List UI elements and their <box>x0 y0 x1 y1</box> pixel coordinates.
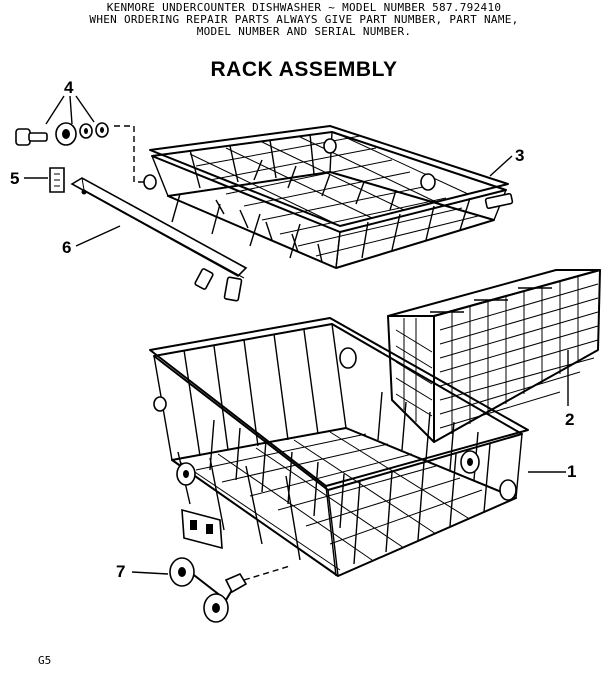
callout-2: 2 <box>565 410 575 429</box>
callout-6: 6 <box>62 238 72 257</box>
roller-bracket-part-7 <box>131 508 291 623</box>
roller-hardware-part-4 <box>15 95 146 183</box>
callout-4: 4 <box>64 78 74 97</box>
track-rail-part-6 <box>70 177 248 302</box>
diagram-title: RACK ASSEMBLY <box>210 58 398 81</box>
track-stop-part-5 <box>24 167 65 193</box>
header-line-3: MODEL NUMBER AND SERIAL NUMBER. <box>196 25 412 38</box>
lower-rack-part-1 <box>149 317 566 577</box>
callout-3: 3 <box>515 146 525 165</box>
callout-7: 7 <box>116 562 126 581</box>
callout-1: 1 <box>567 462 577 481</box>
page-code: G5 <box>38 654 52 667</box>
header-line-2: WHEN ORDERING REPAIR PARTS ALWAYS GIVE P… <box>89 13 519 26</box>
upper-rack-part-3 <box>143 125 514 269</box>
callout-5: 5 <box>10 169 20 188</box>
header-line-1: KENMORE UNDERCOUNTER DISHWASHER ~ MODEL … <box>106 1 502 14</box>
silverware-basket-part-2 <box>387 269 601 443</box>
